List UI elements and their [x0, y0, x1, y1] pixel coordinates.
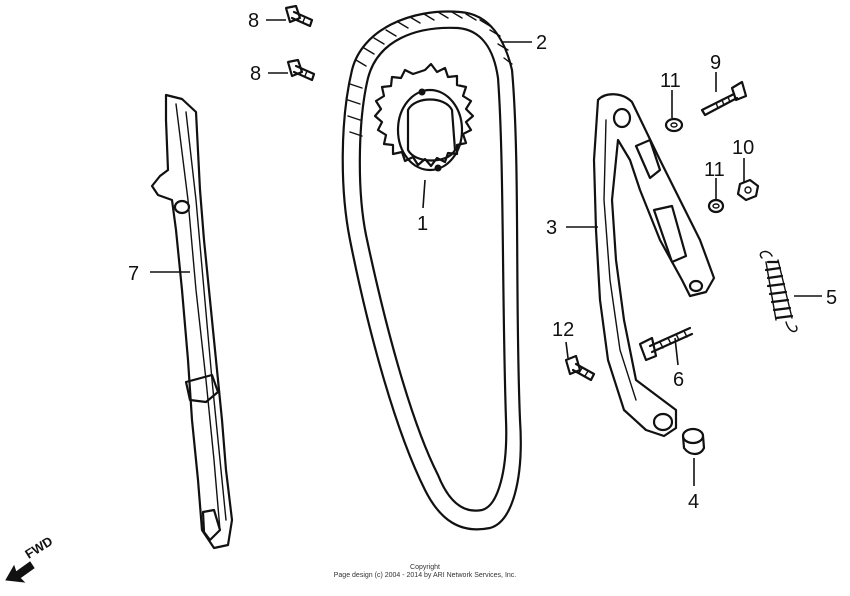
- callout-11-upper: 11: [660, 70, 681, 92]
- cam-sprocket-part[interactable]: [373, 62, 475, 172]
- collar-part[interactable]: [681, 427, 706, 456]
- callout-4: 4: [688, 491, 699, 513]
- callout-9: 9: [710, 52, 721, 74]
- tensioner-spring-part[interactable]: [759, 250, 798, 333]
- callout-8-lower: 8: [250, 63, 261, 85]
- tensioner-bolt-part[interactable]: [638, 326, 694, 362]
- callout-2: 2: [536, 32, 547, 54]
- callout-1: 1: [417, 213, 428, 235]
- nut-10-part[interactable]: [736, 178, 760, 202]
- callout-5: 5: [826, 287, 837, 309]
- callout-8-upper: 8: [248, 10, 259, 32]
- bolt-12-part[interactable]: [564, 354, 596, 382]
- bolt-8-lower-part[interactable]: [286, 58, 316, 82]
- cam-chain-part[interactable]: [341, 10, 522, 531]
- callout-11-lower: 11: [704, 159, 725, 181]
- washer-11-lower-part[interactable]: [707, 198, 725, 214]
- callout-7: 7: [128, 263, 139, 285]
- copyright-line-1: Copyright: [410, 564, 440, 571]
- callout-3: 3: [546, 217, 557, 239]
- washer-11-upper-part[interactable]: [664, 117, 684, 133]
- bolt-8-upper-part[interactable]: [284, 4, 314, 28]
- tensioner-arm-part[interactable]: [592, 93, 716, 438]
- fwd-arrow-icon: [5, 561, 35, 583]
- callout-10: 10: [732, 137, 754, 159]
- bolt-9-part[interactable]: [700, 80, 748, 117]
- callout-12: 12: [552, 319, 574, 341]
- copyright-line-2: Page design (c) 2004 - 2014 by ARI Netwo…: [333, 572, 517, 579]
- leader-lines: [150, 19, 822, 486]
- callout-6: 6: [673, 369, 684, 391]
- chain-guide-part[interactable]: [150, 93, 234, 550]
